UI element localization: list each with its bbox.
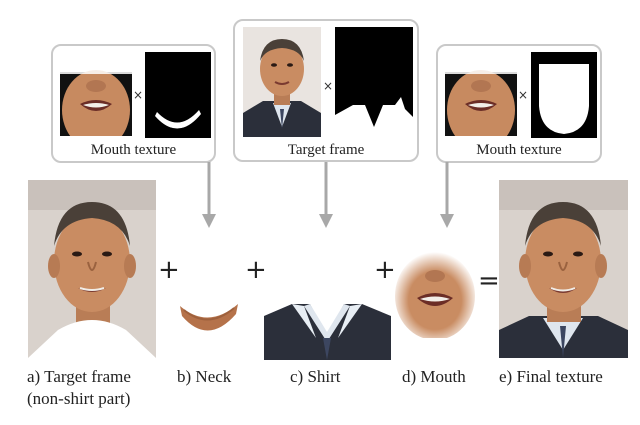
- caption-target-frame: a) Target frame (non-shirt part): [27, 366, 131, 410]
- mouth-texture-image: [60, 52, 132, 136]
- mouth-texture-panel-left: × Mouth texture: [51, 44, 216, 163]
- multiply-symbol: ×: [133, 88, 144, 102]
- target-frame-panel: × Target frame: [233, 19, 419, 162]
- panel-label: Target frame: [287, 142, 365, 158]
- shirt-image: [264, 304, 391, 360]
- caption-line: (non-shirt part): [27, 389, 131, 408]
- equals-operator: =: [478, 266, 500, 296]
- target-frame-non-shirt-image: [28, 180, 156, 358]
- multiply-symbol: ×: [518, 88, 529, 102]
- down-arrow-icon: [440, 162, 454, 228]
- mouth-texture-panel-right: × Mouth texture: [436, 44, 602, 163]
- plus-operator: +: [245, 255, 267, 285]
- panel-label: Mouth texture: [476, 142, 562, 158]
- caption-final-texture: e) Final texture: [499, 367, 603, 386]
- mouth-image: [395, 252, 475, 338]
- caption-shirt: c) Shirt: [290, 367, 341, 386]
- down-arrow-icon: [202, 162, 216, 228]
- caption-mouth: d) Mouth: [402, 367, 466, 386]
- target-frame-image: [243, 27, 321, 137]
- final-texture-image: [499, 180, 628, 358]
- caption-neck: b) Neck: [177, 367, 232, 386]
- mouth-mask-image: [531, 52, 597, 138]
- plus-operator: +: [374, 255, 396, 285]
- down-arrow-icon: [319, 162, 333, 228]
- multiply-symbol: ×: [323, 79, 334, 93]
- shirt-mask-image: [335, 27, 413, 137]
- plus-operator: +: [158, 255, 180, 285]
- caption-line: a) Target frame: [27, 367, 131, 386]
- mouth-texture-image: [445, 52, 517, 136]
- panel-label: Mouth texture: [90, 142, 177, 158]
- neck-mask-image: [145, 52, 211, 138]
- neck-image: [180, 304, 238, 331]
